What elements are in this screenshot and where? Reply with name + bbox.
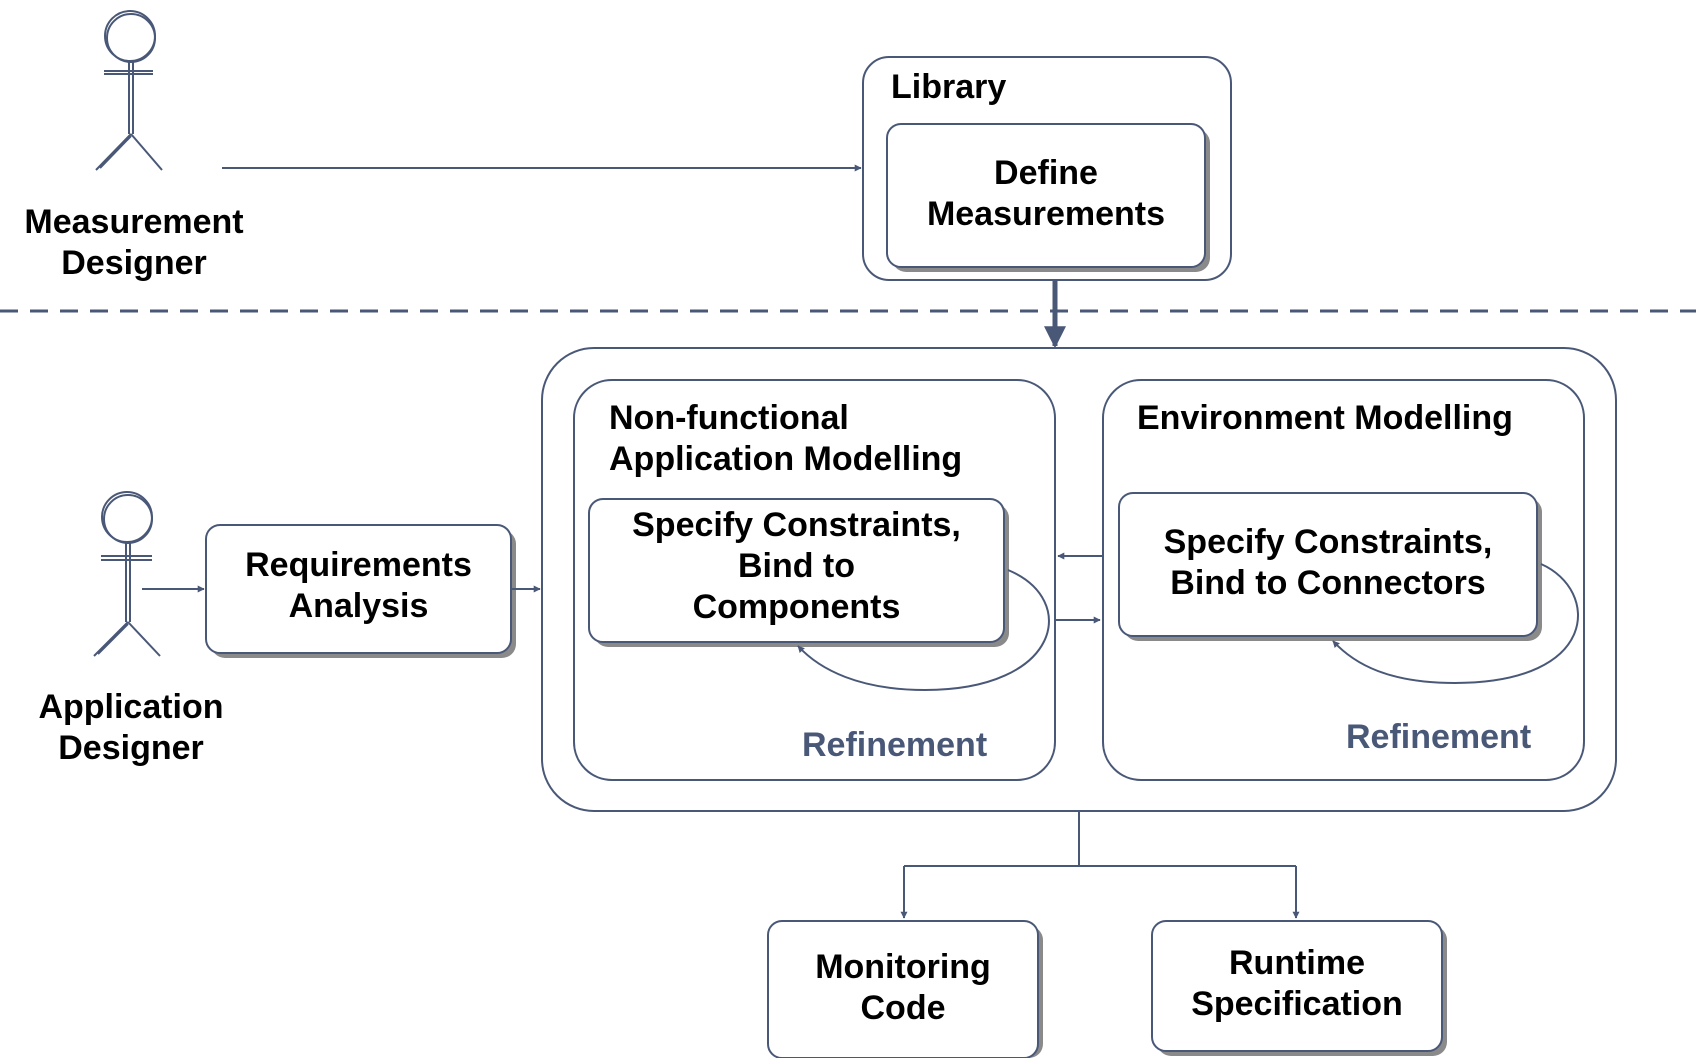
nonfunctional-refinement-loop [797,569,1050,692]
nonfunctional-task-box [588,498,1005,643]
monitoring-code-label: Monitoring Code [815,948,991,1027]
environment-refinement-label: Refinement [1346,718,1532,756]
application-designer-actor-icon [93,491,161,657]
environment-refinement-loop [1332,563,1580,685]
measurement-designer-label: Measurement Designer [24,203,244,282]
environment-task-box [1118,492,1538,637]
nonfunctional-title: Non-functional Application Modelling [609,399,963,478]
library-title: Library [891,68,1007,106]
nonfunctional-refinement-label: Refinement [802,726,988,764]
runtime-specification-box [1151,920,1443,1052]
monitoring-code-box [767,920,1039,1058]
requirements-analysis-label: Requirements Analysis [245,546,472,625]
nonfunctional-task-label: Specify Constraints, Bind to Components [632,506,961,626]
runtime-specification-label: Runtime Specification [1191,944,1403,1023]
define-measurements-box [886,123,1206,268]
environment-task-label: Specify Constraints, Bind to Connectors [1163,523,1493,602]
define-measurements-label: Define Measurements [926,154,1166,233]
environment-title: Environment Modelling [1137,399,1513,437]
measurement-designer-actor-icon [95,10,163,171]
application-designer-label: Application Designer [38,688,224,767]
